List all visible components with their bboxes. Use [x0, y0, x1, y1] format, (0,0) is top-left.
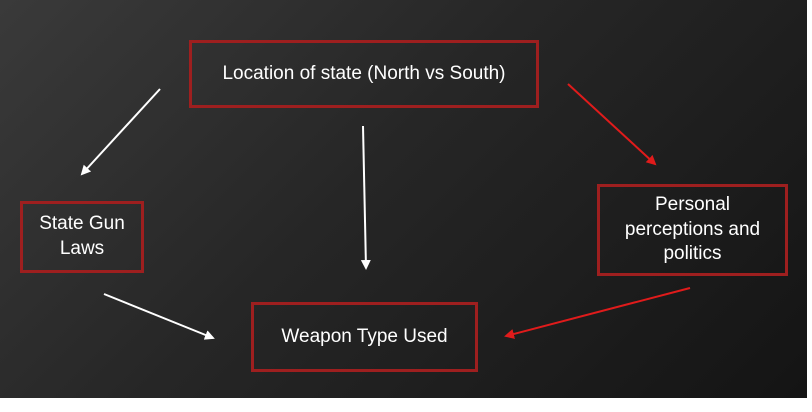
arrow-location-to-personal	[567, 83, 657, 166]
node-weapon-label: Weapon Type Used	[281, 325, 448, 347]
node-personal-label: Personal perceptions and politics	[624, 193, 761, 265]
node-state-gun-laws: State Gun Laws	[20, 201, 144, 273]
node-laws-label: State Gun Laws	[39, 213, 125, 259]
node-location-of-state: Location of state (North vs South)	[189, 40, 539, 108]
node-location-label: Location of state (North vs South)	[222, 62, 506, 84]
arrow-laws-to-weapon	[103, 293, 215, 340]
arrow-location-to-weapon	[360, 125, 371, 270]
node-personal-perceptions: Personal perceptions and politics	[597, 184, 788, 276]
arrow-location-to-laws	[80, 88, 161, 176]
arrow-personal-to-weapon	[504, 287, 691, 339]
arrows-layer	[80, 83, 691, 340]
node-weapon-type-used: Weapon Type Used	[251, 302, 478, 372]
diagram-canvas: Location of state (North vs South) State…	[0, 0, 807, 398]
